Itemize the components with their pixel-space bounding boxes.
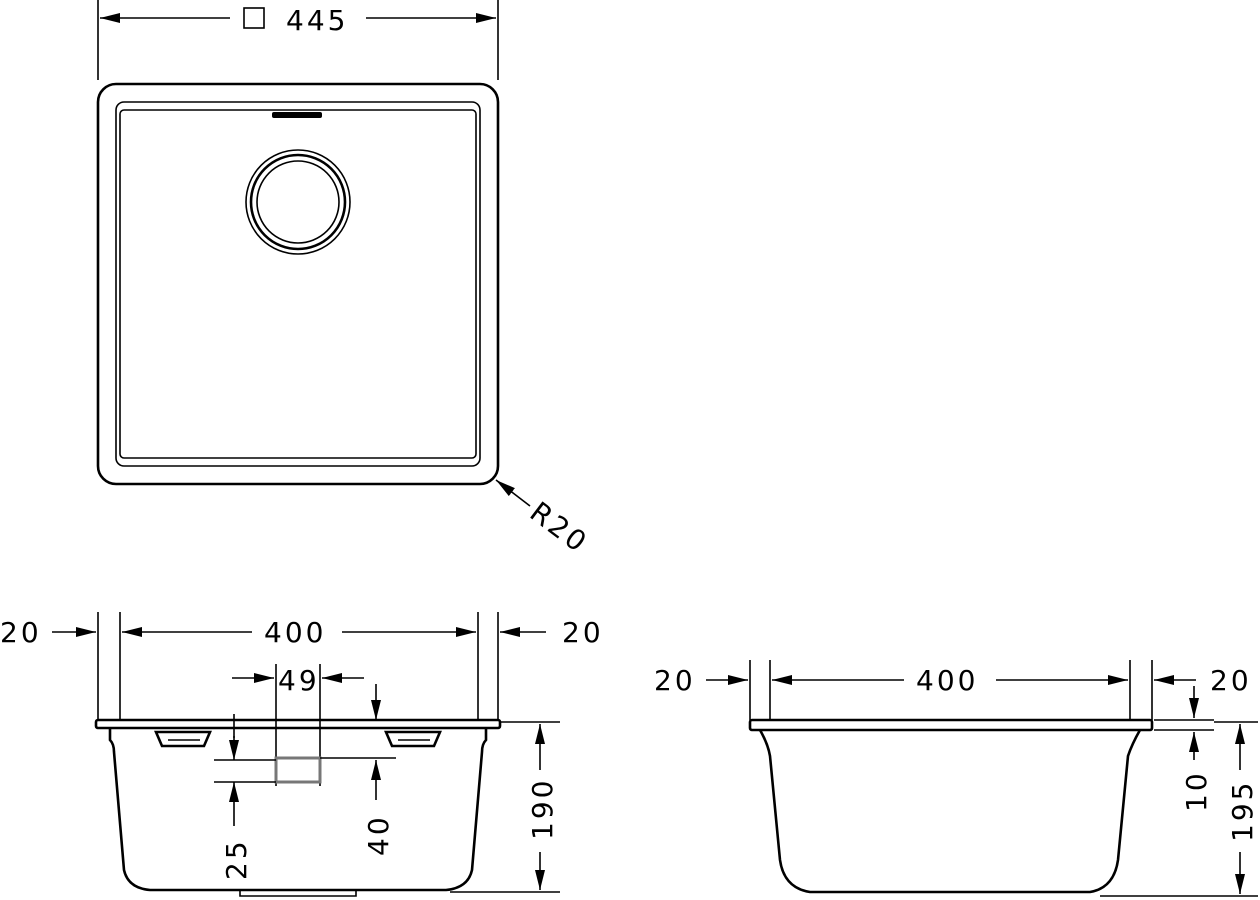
sink-body (108, 728, 488, 892)
side-right-20: 20 (1210, 664, 1252, 697)
side-sink-body (758, 729, 1142, 894)
dimension-overall-width: 445 (97, 0, 499, 80)
overflow-slot (272, 112, 322, 118)
front-400: 400 (264, 616, 326, 649)
mounting-clip-left (154, 730, 212, 748)
top-view: 445 R20 (96, 0, 595, 560)
sink-rim (94, 718, 502, 730)
dimension-corner-radius: R20 (495, 479, 595, 560)
front-right-20: 20 (562, 616, 604, 649)
dimension-overflow-height: 25 (214, 736, 276, 880)
side-dimension-left-margin: 20 (654, 664, 748, 697)
side-400: 400 (916, 664, 978, 697)
side-dimension-height: 195 (1100, 721, 1259, 897)
dimension-drain-offset: 49 (232, 664, 364, 786)
dimension-left-margin: 20 (0, 616, 96, 649)
side-10: 10 (1180, 770, 1213, 812)
side-dimension-right-margin: 20 (1154, 664, 1252, 697)
side-left-20: 20 (654, 664, 696, 697)
dim-445-label: 445 (286, 4, 348, 37)
sink-base (239, 890, 357, 897)
side-dimension-rim: 10 (1154, 686, 1214, 812)
mounting-clip-right (384, 730, 442, 748)
dimension-overflow-depth: 40 (320, 684, 396, 856)
radius-label: R20 (524, 495, 595, 560)
side-dimension-inner-width: 400 (772, 664, 1128, 697)
drain-icon (245, 149, 351, 255)
square-symbol (243, 7, 265, 29)
side-sink-rim (748, 718, 1154, 732)
front-left-20: 20 (0, 616, 42, 649)
front-49: 49 (278, 664, 320, 697)
overflow-box (274, 756, 322, 784)
basin-rim-outline (115, 101, 481, 467)
basin-inner-outline (119, 109, 477, 459)
dimension-inner-width: 400 (122, 616, 476, 649)
dimension-right-margin: 20 (500, 616, 604, 649)
sink-outer-outline (96, 82, 500, 486)
side-view: 20 400 20 10 195 (654, 660, 1259, 897)
side-195: 195 (1226, 780, 1259, 842)
dimension-height: 190 (450, 721, 560, 893)
front-40: 40 (362, 814, 395, 856)
front-25: 25 (220, 838, 253, 880)
front-view: 20 400 20 49 (0, 612, 604, 897)
front-190: 190 (526, 778, 559, 840)
